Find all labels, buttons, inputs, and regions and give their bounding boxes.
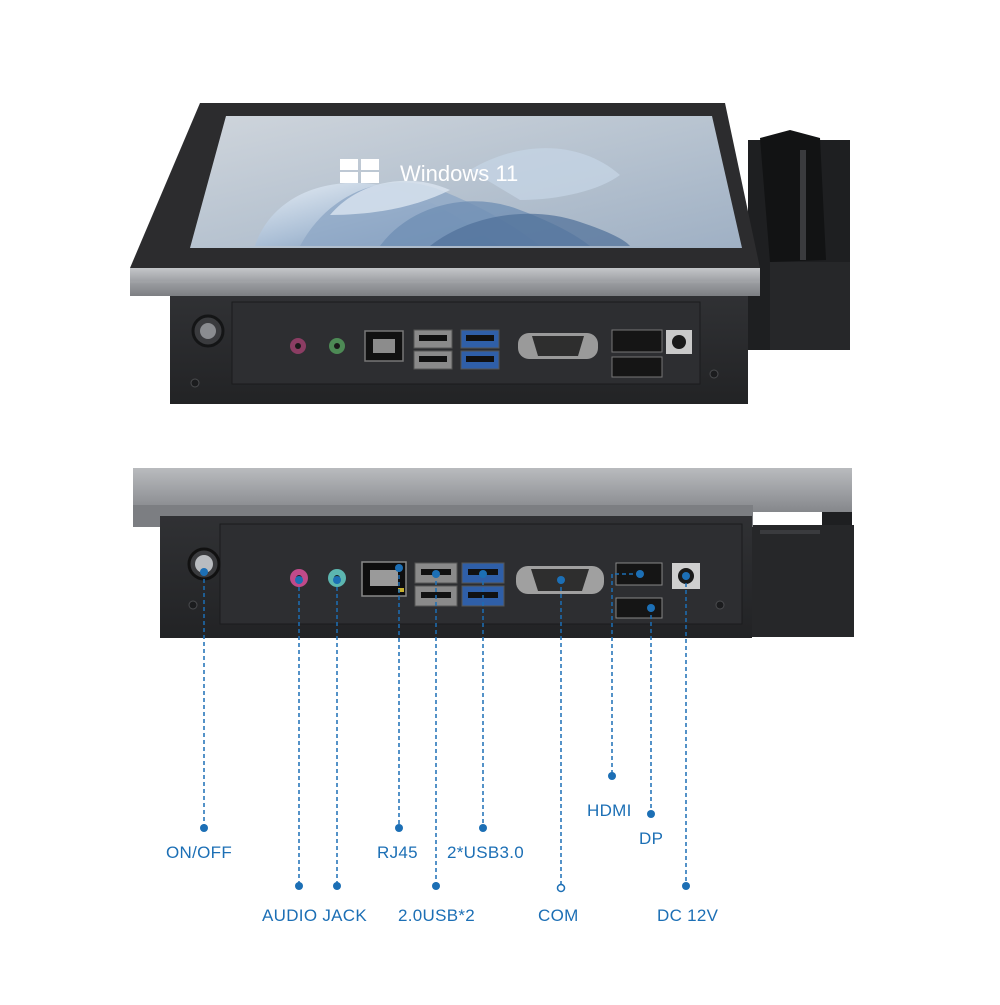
callout-endpoints <box>200 564 690 893</box>
rj45-label: RJ45 <box>377 843 418 862</box>
silver-frame-bottom <box>133 468 852 512</box>
card-reader-module <box>748 130 850 350</box>
com-label: COM <box>538 906 579 925</box>
audio-jack-label: AUDIO JACK <box>262 906 368 925</box>
usb20-label: 2.0USB*2 <box>398 906 476 925</box>
touch-screen: Windows 11 <box>190 116 742 248</box>
dc12v-label: DC 12V <box>657 906 719 925</box>
bottom-device-view <box>133 468 854 638</box>
usb30-label: 2*USB3.0 <box>447 843 525 862</box>
callout-lines <box>203 568 687 886</box>
hdmi-label: HDMI <box>587 801 632 820</box>
os-logo-text: Windows 11 <box>400 161 518 186</box>
on-off-label: ON/OFF <box>166 843 233 862</box>
windows-logo-icon <box>340 159 379 183</box>
top-port-panel <box>191 314 692 378</box>
dp-label: DP <box>639 829 664 848</box>
dp-port-icon <box>615 597 663 619</box>
top-device-view: Windows 11 <box>130 103 850 404</box>
